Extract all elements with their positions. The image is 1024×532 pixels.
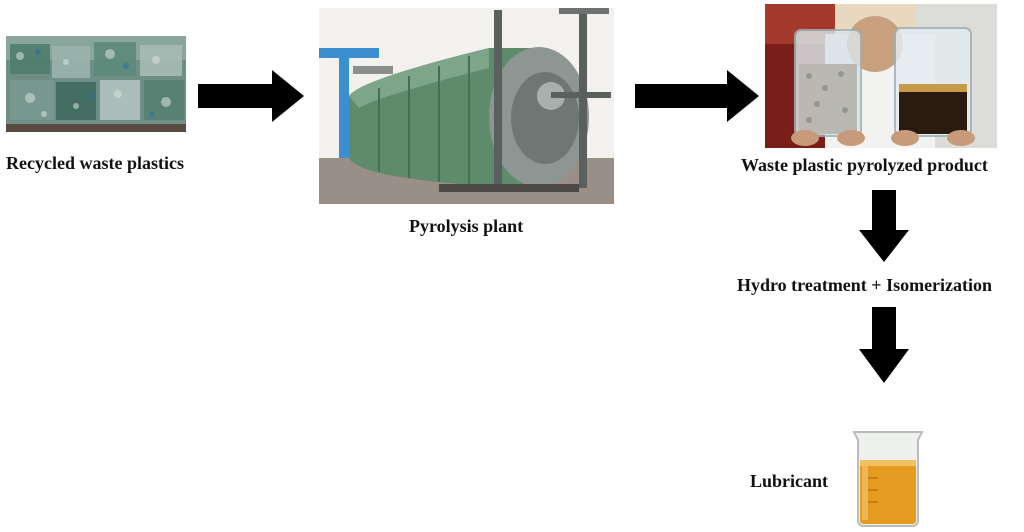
- step-label-lubricant: Lubricant: [750, 471, 829, 491]
- arrow-down-2: [859, 307, 909, 383]
- lubricant-beaker-photo: [848, 426, 928, 528]
- arrow-right-2: [635, 70, 759, 122]
- recycled-plastics-photo: [6, 36, 186, 132]
- arrow-down-1: [859, 190, 909, 262]
- arrow-right-1: [198, 70, 304, 122]
- pyrolysis-plant-photo: [319, 8, 614, 204]
- step-label-pyrolysis: Pyrolysis plant: [409, 216, 524, 236]
- step-label-hydro: Hydro treatment + Isomerization: [737, 275, 993, 295]
- step-label-pyrolyzed: Waste plastic pyrolyzed product: [741, 155, 988, 175]
- pyrolyzed-product-photo: [765, 4, 997, 148]
- step-label-recycled: Recycled waste plastics: [6, 153, 184, 173]
